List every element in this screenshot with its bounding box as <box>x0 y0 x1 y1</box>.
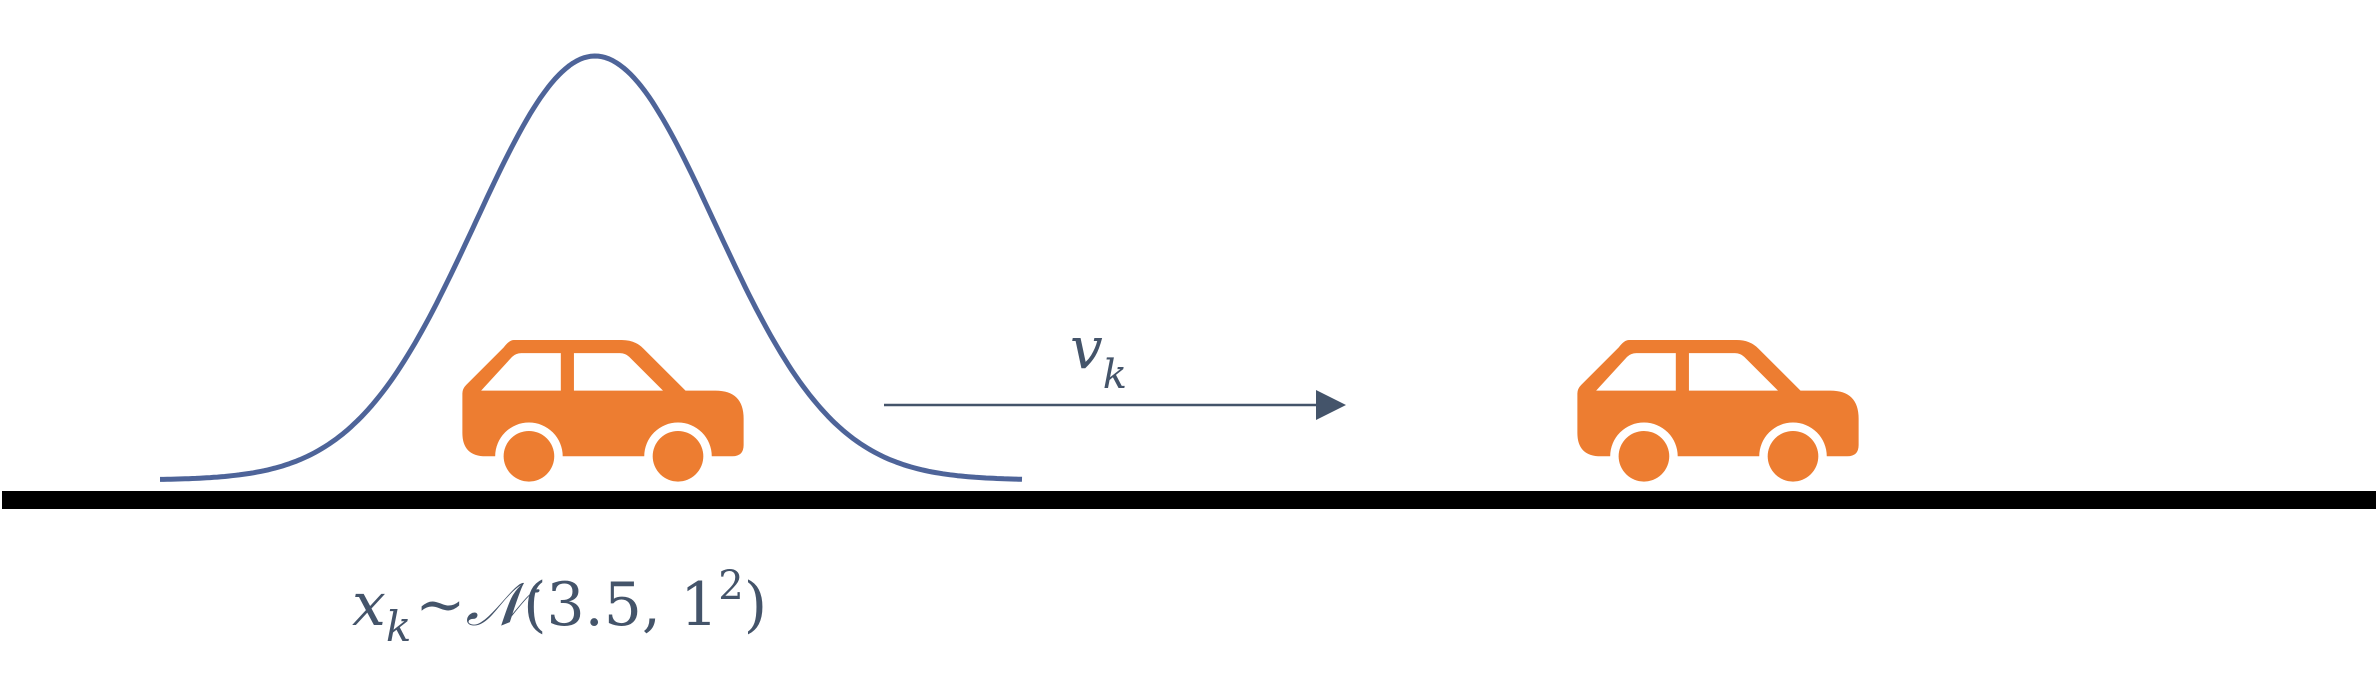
position-subscript: k <box>386 602 411 651</box>
variance-exponent: 2 <box>718 563 743 609</box>
distributed-as-symbol: ~ <box>415 570 465 640</box>
velocity-arrow <box>884 390 1346 420</box>
car-icon <box>462 340 744 482</box>
mean-value: 3.5 <box>546 570 641 640</box>
velocity-label: vk <box>1070 314 1127 398</box>
open-paren: ( <box>523 570 546 640</box>
close-paren: ) <box>744 570 767 640</box>
gaussian-curve <box>160 53 1023 482</box>
separator: , <box>642 570 680 640</box>
car-icon <box>1577 340 1859 482</box>
variance-base: 1 <box>680 570 718 640</box>
position-distribution-label: xk~𝒩(3.5, 12) <box>352 563 767 651</box>
position-symbol: x <box>352 570 386 640</box>
